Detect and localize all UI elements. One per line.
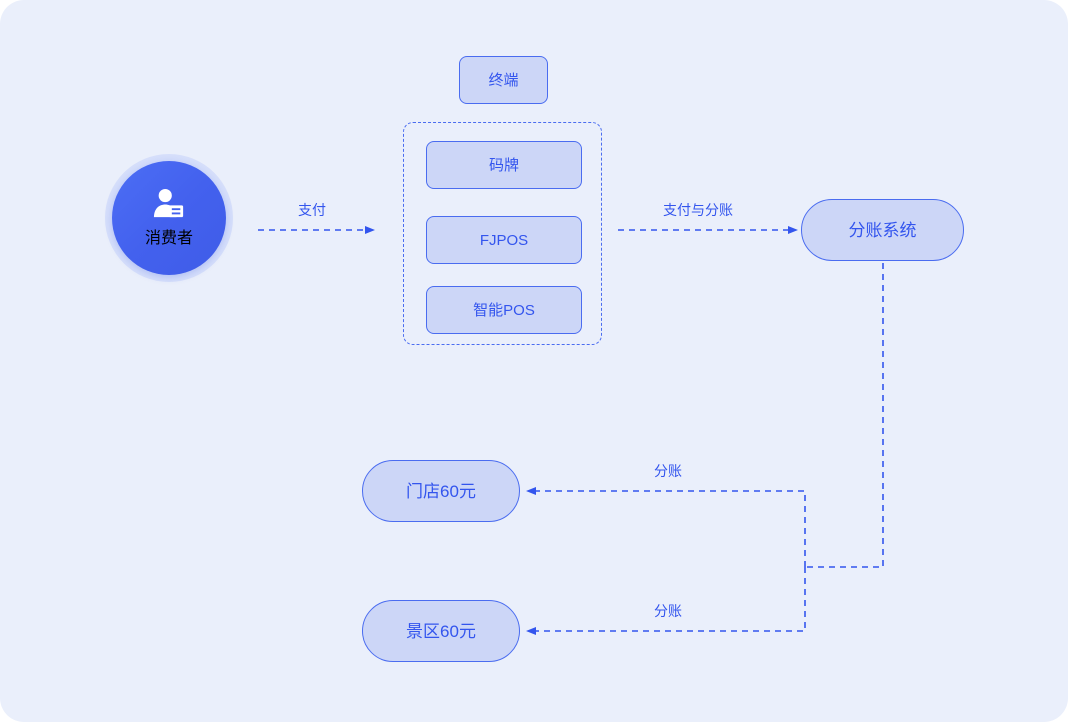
node-scenic-amount-label: 景区60元 xyxy=(406,621,476,641)
person-card-icon xyxy=(153,188,184,218)
node-code-plate[interactable]: 码牌 xyxy=(426,141,582,189)
node-terminal-label: 终端 xyxy=(488,71,519,89)
node-store-amount-label: 门店60元 xyxy=(406,481,476,501)
node-settlement-system[interactable]: 分账系统 xyxy=(801,199,964,261)
node-consumer[interactable]: 消费者 xyxy=(112,161,226,275)
terminal-group-container xyxy=(403,122,602,345)
edge-label-pay-split: 支付与分账 xyxy=(663,202,733,218)
edge-label-split-scenic: 分账 xyxy=(654,603,682,619)
node-smart-pos[interactable]: 智能POS xyxy=(426,286,582,334)
edge-label-pay: 支付 xyxy=(298,202,326,218)
edge-label-split-store: 分账 xyxy=(654,463,682,479)
node-consumer-label: 消费者 xyxy=(144,230,193,247)
node-scenic-amount[interactable]: 景区60元 xyxy=(362,600,520,662)
node-code-plate-label: 码牌 xyxy=(488,156,519,174)
node-store-amount[interactable]: 门店60元 xyxy=(362,460,520,522)
node-terminal[interactable]: 终端 xyxy=(459,56,548,104)
edge-split-scenic xyxy=(526,567,806,635)
edge-settlement-trunk xyxy=(805,263,884,568)
node-smart-pos-label: 智能POS xyxy=(473,301,535,319)
node-settlement-system-label: 分账系统 xyxy=(848,220,917,240)
node-fjpos-label: FJPOS xyxy=(479,231,529,249)
node-fjpos[interactable]: FJPOS xyxy=(426,216,582,264)
edge-split-store xyxy=(526,487,806,567)
